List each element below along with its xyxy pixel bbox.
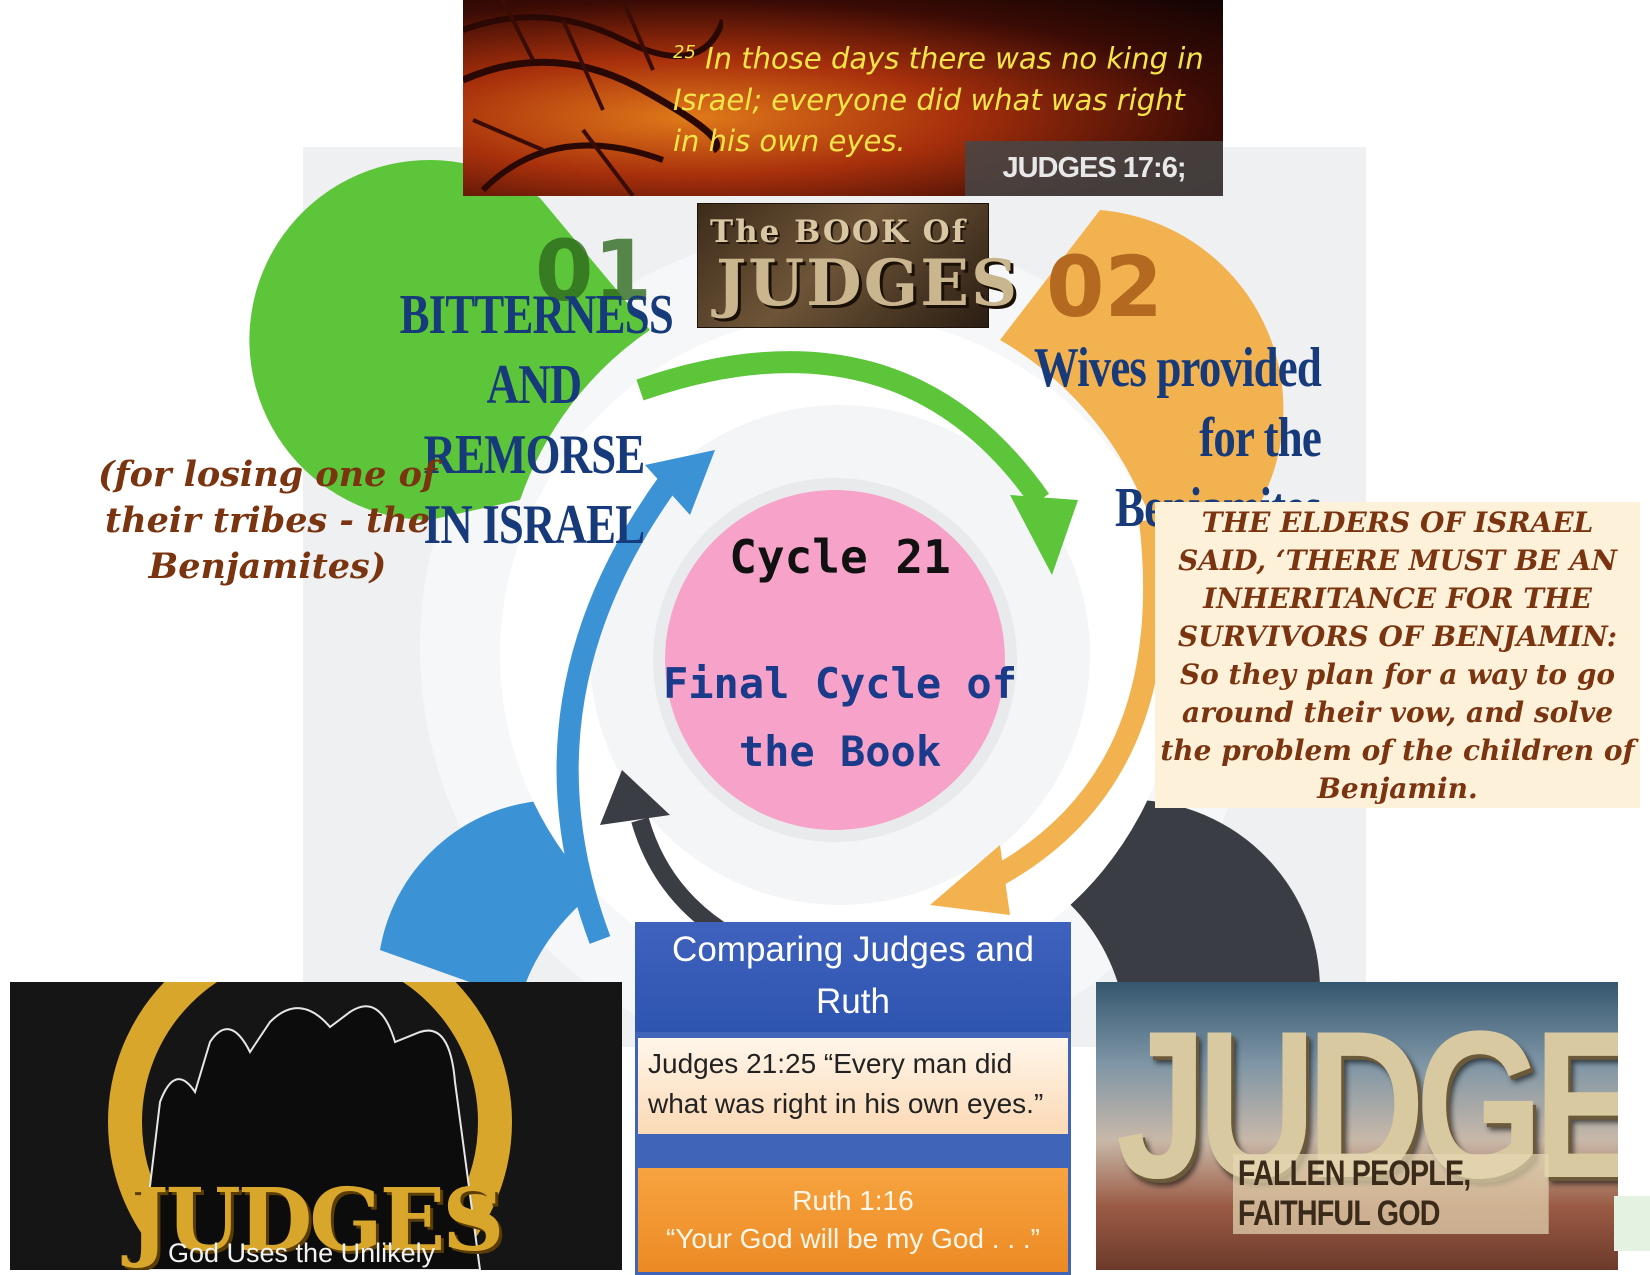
blue-arrow-head (645, 450, 715, 515)
book-of-judges-logo: The BOOK Of JUDGES (697, 203, 1017, 328)
corner-patch (1614, 1196, 1650, 1251)
orange-petal (1000, 210, 1284, 520)
judges-unlikely-image: JUDGES God Uses the Unlikely (10, 982, 622, 1270)
ruth-quote: “Your God will be my God . . .” (666, 1223, 1040, 1254)
step-02-number: 02 (1046, 238, 1163, 336)
figures-silhouette (138, 1005, 482, 1270)
judges-quote-box: Judges 21:25 “Every man did what was rig… (638, 1038, 1068, 1134)
step-02-note-box: THE ELDERS OF ISRAEL SAID, ‘THERE MUST B… (1155, 502, 1640, 808)
verse-banner: 25 In those days there was no king in Is… (463, 0, 1223, 196)
ruth-quote-box: Ruth 1:16 “Your God will be my God . . .… (638, 1168, 1068, 1272)
verse-reference: JUDGES 17:6; 21:25 (965, 141, 1223, 196)
ruth-reference: Ruth 1:16 (792, 1185, 914, 1216)
sun-circle-graphic (108, 982, 512, 1270)
verse-number: 25 (673, 42, 696, 63)
step-01-title: BITTERNESS AND REMORSE IN ISRAEL (399, 284, 674, 556)
step-01-number: 01 (535, 222, 652, 320)
step-01-note: (for losing one of their tribes - the Be… (98, 454, 437, 587)
verse-body: In those days there was no king in Israe… (673, 41, 1204, 158)
blue-petal (380, 799, 610, 1000)
dark-arrow-arc (631, 817, 726, 938)
center-subtitle: Final Cycle of the Book (662, 659, 1017, 776)
left-image-title: JUDGES (128, 1170, 504, 1270)
logo-big-text: JUDGES (716, 246, 1020, 321)
logo-small-text: The BOOK Of (710, 214, 967, 250)
comparison-title: Comparing Judges and Ruth (635, 922, 1071, 1032)
comparison-panel: Comparing Judges and Ruth Judges 21:25 “… (635, 922, 1071, 1275)
crown-of-thorns-image (463, 0, 723, 196)
blue-arrow-arc (556, 473, 679, 944)
orange-arrow-head (930, 845, 1010, 915)
green-arrow-head (1010, 495, 1078, 575)
left-image-subtitle: God Uses the Unlikely (168, 1238, 436, 1268)
right-image-subtitle: FALLEN PEOPLE, FAITHFUL GOD (1233, 1154, 1549, 1234)
green-petal (249, 160, 651, 521)
center-circle (665, 490, 1005, 830)
center-title: Cycle 21 (729, 530, 951, 584)
verse-text: 25 In those days there was no king in Is… (673, 32, 1213, 162)
green-arrow-arc (636, 351, 1050, 507)
judges-fallen-people-image: JUDGES FALLEN PEOPLE, FAITHFUL GOD (1096, 982, 1618, 1270)
orange-arrow-arc (984, 518, 1166, 890)
dark-arrow-head (600, 770, 670, 825)
